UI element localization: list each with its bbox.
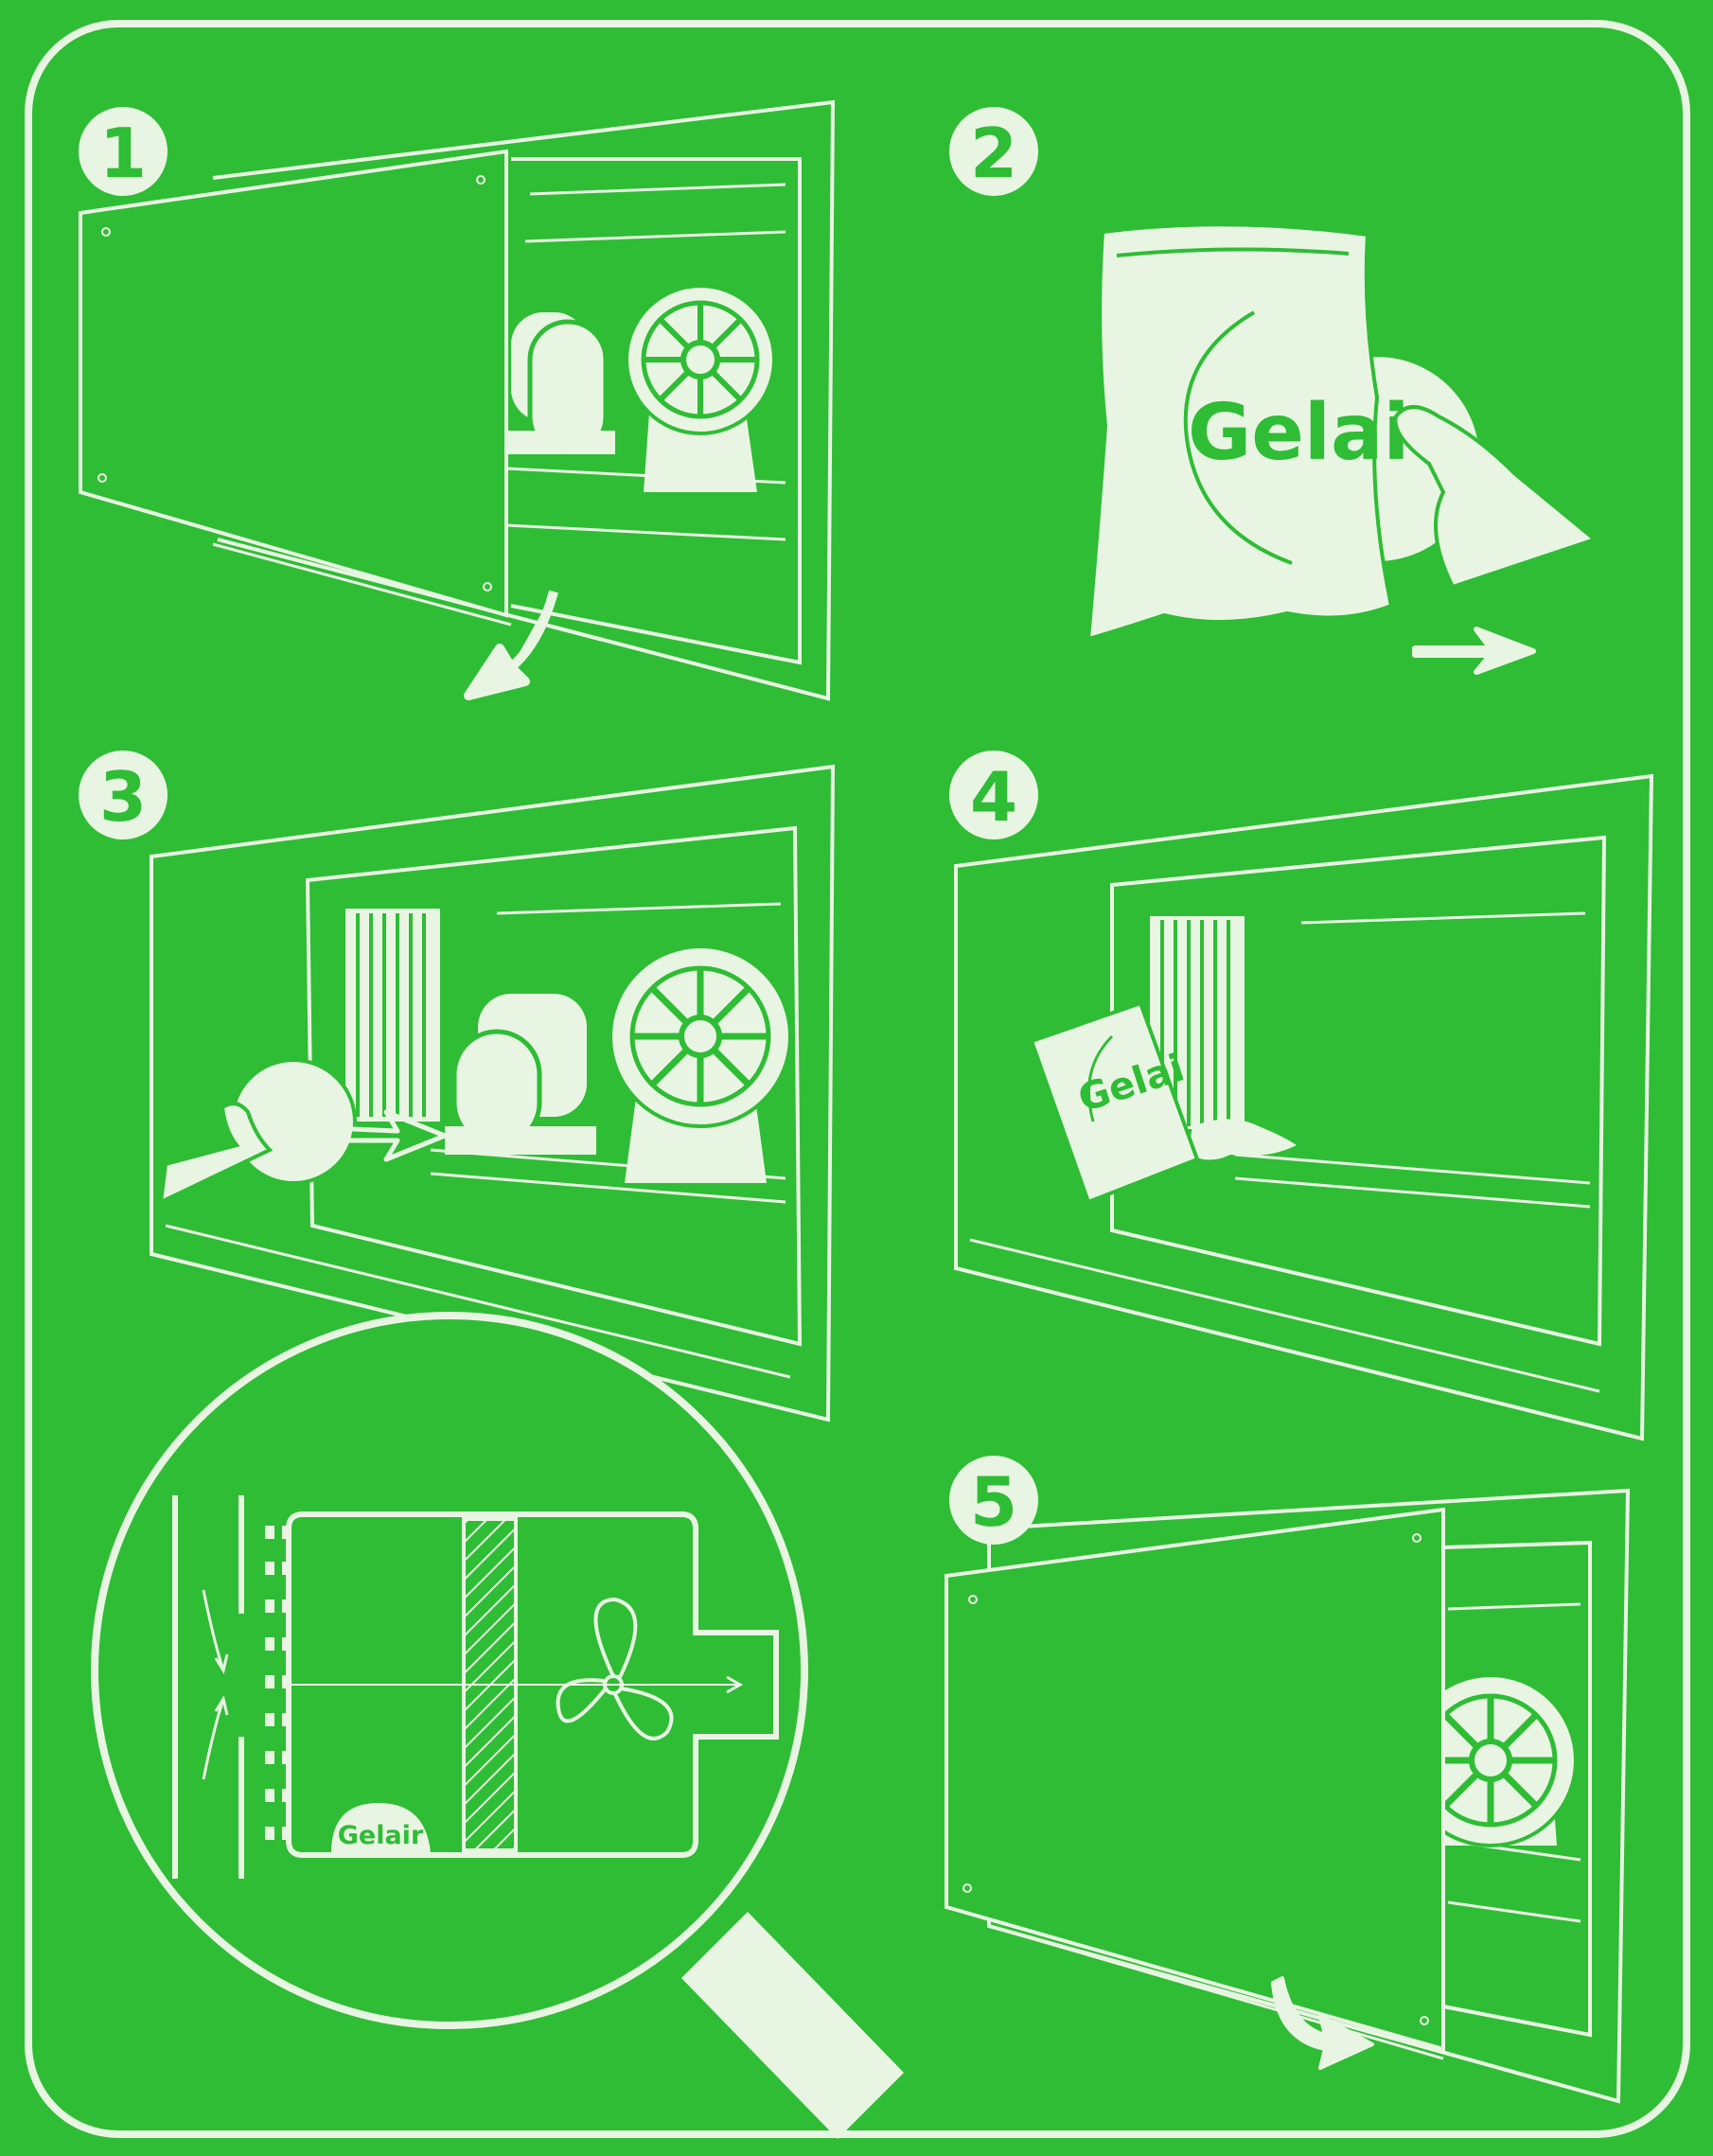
step-5-panel xyxy=(946,1510,1443,2059)
step-2-badge: 2 xyxy=(949,107,1038,196)
zoom-brand: Gelair xyxy=(338,1821,424,1850)
step-1-badge: 1 xyxy=(79,107,168,196)
step-2: 2 Gelai xyxy=(949,107,1595,672)
step-2-number: 2 xyxy=(970,114,1017,193)
zoom-magnifier: Gelair xyxy=(95,1316,904,2139)
step-2-bag: Gelai xyxy=(1088,224,1409,639)
step-4-number: 4 xyxy=(970,757,1017,837)
step-3-number: 3 xyxy=(99,757,147,837)
step-4-badge: 4 xyxy=(949,751,1038,839)
step-3-motor xyxy=(445,994,596,1155)
step-1-panel xyxy=(80,151,511,625)
step-1-motor xyxy=(502,312,615,454)
step-1: 1 xyxy=(79,102,833,698)
step-2-brand: Gelai xyxy=(1188,388,1409,478)
step-1-number: 1 xyxy=(99,114,147,193)
step-3-fan xyxy=(610,946,790,1183)
step-3-badge: 3 xyxy=(79,751,168,839)
magnifier-lens xyxy=(95,1316,804,2025)
zoom-filter-hatched xyxy=(464,1519,516,1850)
step-5: 5 xyxy=(946,1456,1628,2101)
step-4: 4 Gelai xyxy=(949,751,1651,1439)
magnifier-handle xyxy=(681,1912,904,2139)
step-5-badge: 5 xyxy=(949,1456,1038,1545)
step-1-fan xyxy=(627,286,774,492)
step-4-gel-spill xyxy=(1188,1120,1297,1160)
step-2-arrow xyxy=(1415,629,1533,672)
step-3-filter xyxy=(345,909,440,1122)
